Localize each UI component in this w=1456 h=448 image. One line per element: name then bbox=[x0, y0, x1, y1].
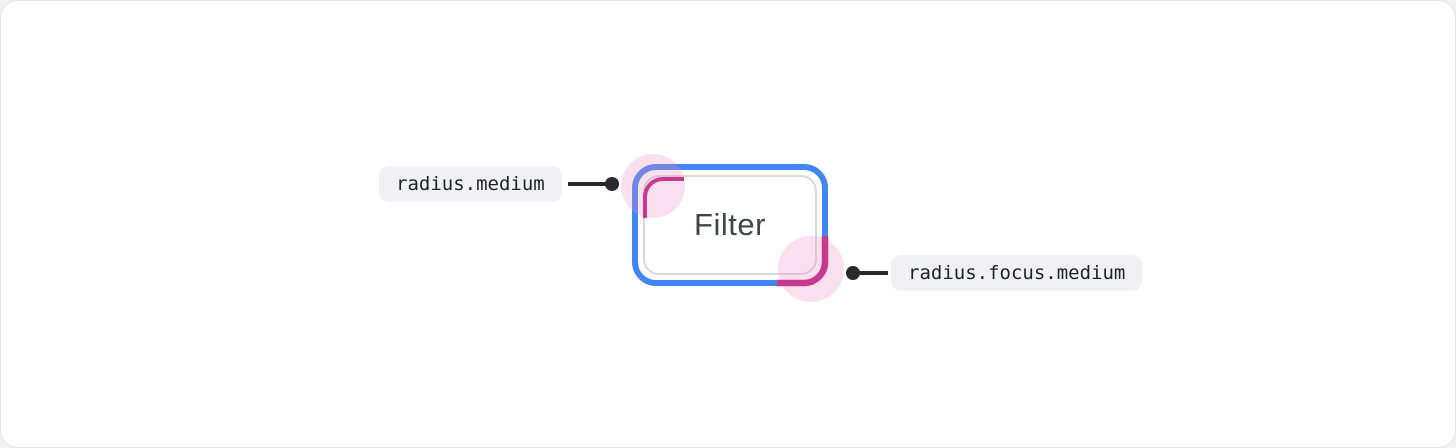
filter-button-focus-ring: Filter bbox=[632, 164, 828, 286]
filter-button[interactable]: Filter bbox=[643, 175, 817, 275]
token-label-text: radius.focus.medium bbox=[908, 262, 1126, 284]
connector-dot-right bbox=[846, 266, 860, 280]
token-label-text: radius.medium bbox=[396, 173, 545, 195]
token-label-radius-medium: radius.medium bbox=[379, 166, 562, 202]
token-label-radius-focus-medium: radius.focus.medium bbox=[891, 255, 1143, 291]
connector-dot-left bbox=[605, 177, 619, 191]
